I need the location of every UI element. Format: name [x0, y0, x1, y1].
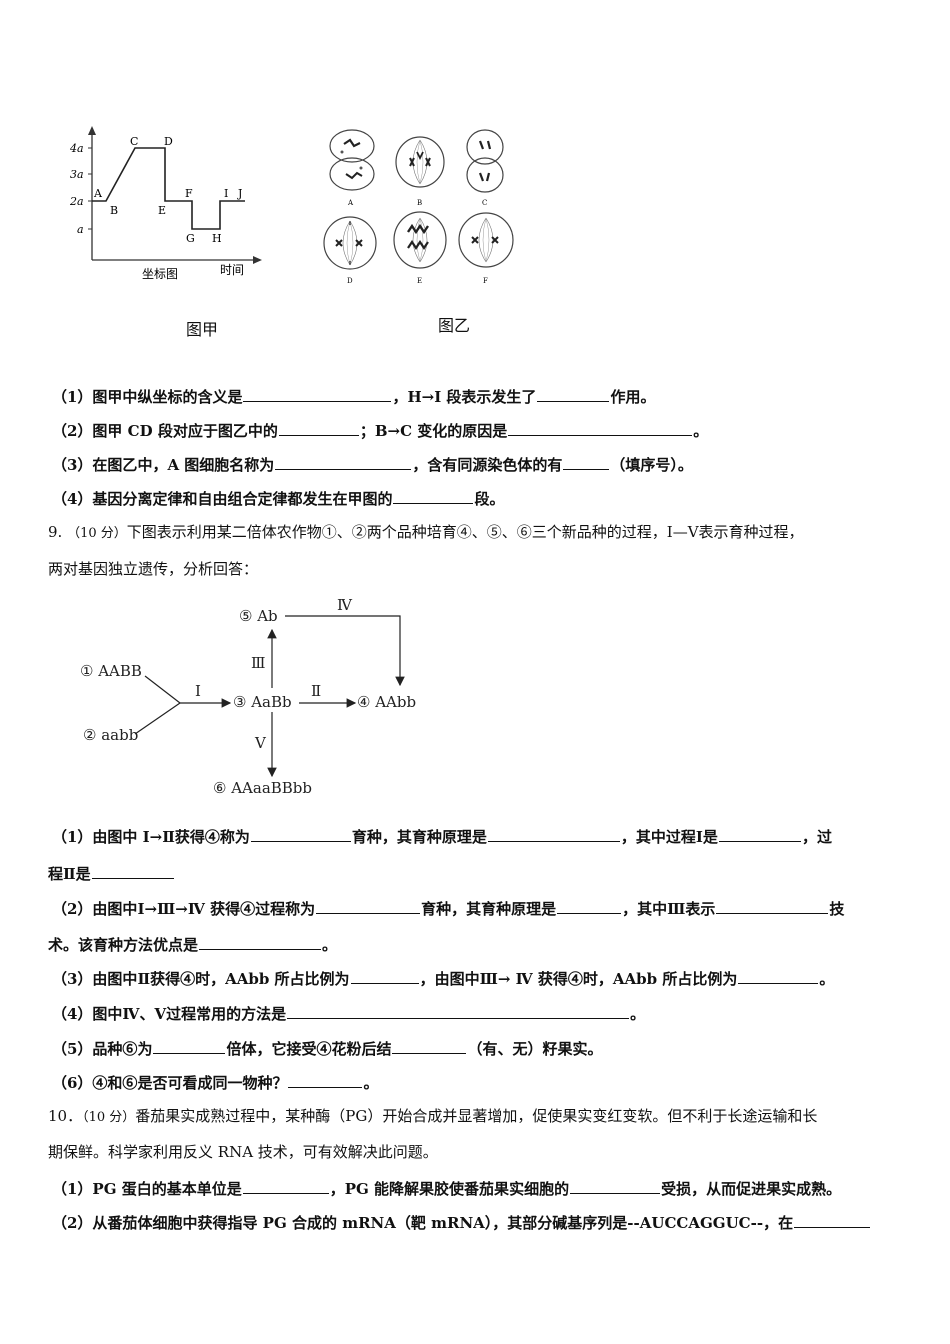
cell-label-A: A — [347, 199, 354, 207]
figure-yi-cells: A B C D E F — [323, 129, 514, 285]
node-4: ④ AAbb — [357, 693, 416, 711]
q10-stem-2: 期保鲜。科学家利用反义 RNA 技术，可有效解决此问题。 — [48, 1143, 438, 1161]
q9-stem-2: 两对基因独立遗传，分析回答： — [48, 560, 259, 578]
point-C: C — [130, 135, 138, 148]
cell-A — [329, 129, 375, 191]
cell-label-D: D — [347, 277, 353, 285]
point-B: B — [110, 204, 118, 217]
y-tick-2a: 2a — [69, 195, 84, 208]
answer-blank[interactable] — [153, 1038, 226, 1054]
q9-line-3: （3）由图中Ⅱ获得④时，AAbb 所占比例为，由图中Ⅲ→ Ⅳ 获得④时，AAbb… — [52, 968, 835, 988]
answer-blank[interactable] — [199, 934, 322, 950]
answer-blank[interactable] — [250, 826, 351, 842]
q9-line-1: （1）由图中 Ⅰ→Ⅱ获得④称为育种，其育种原理是，其中过程Ⅰ是，过 — [52, 826, 832, 846]
point-A: A — [93, 187, 103, 200]
answer-blank[interactable] — [316, 898, 421, 914]
answer-blank[interactable] — [392, 1038, 467, 1054]
answer-blank[interactable] — [570, 1178, 661, 1194]
answer-blank[interactable] — [278, 420, 359, 436]
answer-blank[interactable] — [487, 826, 620, 842]
q10-stem-1: 10．（10 分）番茄果实成熟过程中，某种酶（PG）开始合成并显著增加，促使果实… — [48, 1107, 818, 1125]
answer-blank[interactable] — [794, 1212, 871, 1228]
route-V: Ⅴ — [254, 734, 267, 752]
node-6: ⑥ AAaaBBbb — [213, 779, 312, 797]
y-tick-4a: 4a — [69, 142, 84, 155]
answer-blank[interactable] — [563, 454, 610, 470]
point-D: D — [164, 135, 173, 148]
answer-blank[interactable] — [242, 1178, 329, 1194]
figure-jia-caption: 图甲 — [186, 320, 219, 339]
cell-label-C: C — [482, 199, 487, 207]
q9-line-1-cont: 程Ⅱ是 — [48, 863, 175, 884]
answer-blank[interactable] — [738, 968, 819, 984]
answer-blank[interactable] — [288, 1072, 363, 1088]
point-G: G — [186, 232, 195, 245]
q9-line-5: （5）品种⑥为倍体，它接受④花粉后结（有、无）籽果实。 — [52, 1038, 603, 1058]
answer-blank[interactable] — [350, 968, 419, 984]
answer-blank[interactable] — [716, 898, 829, 914]
cell-E — [393, 211, 447, 269]
answer-blank[interactable] — [557, 898, 622, 914]
cell-B — [395, 136, 445, 188]
route-IV: Ⅳ — [337, 596, 353, 614]
figure-jia-graph: 4a 3a 2a a A B C D E F G H I J 时间 坐标图 — [69, 126, 262, 281]
q8-line-4: （4）基因分离定律和自由组合定律都发生在甲图的段。 — [52, 488, 505, 508]
point-H: H — [212, 232, 222, 245]
point-J: J — [237, 187, 242, 200]
answer-blank[interactable] — [393, 488, 474, 504]
figure-yi-caption: 图乙 — [438, 316, 471, 335]
q9-line-4: （4）图中Ⅳ、Ⅴ过程常用的方法是。 — [52, 1003, 646, 1023]
cell-label-F: F — [483, 277, 488, 285]
route-I: Ⅰ — [195, 682, 201, 700]
q9-line-2: （2）由图中Ⅰ→Ⅲ→Ⅳ 获得④过程称为育种，其育种原理是，其中Ⅲ表示技 — [52, 898, 845, 918]
q10-line-1: （1）PG 蛋白的基本单位是，PG 能降解果胶使番茄果实细胞的受损，从而促进果实… — [52, 1178, 842, 1198]
q10-line-2: （2）从番茄体细胞中获得指导 PG 合成的 mRNA（靶 mRNA），其部分碱基… — [52, 1212, 871, 1233]
answer-blank[interactable] — [287, 1003, 630, 1019]
breeding-diagram: ⑤ Ab ① AABB ③ AaBb ④ AAbb ② aabb ⑥ AAaaB… — [80, 596, 416, 797]
cell-label-E: E — [417, 277, 422, 285]
cell-label-B: B — [417, 199, 422, 207]
point-I: I — [224, 187, 228, 200]
graph-bottom-label: 坐标图 — [142, 267, 178, 281]
y-tick-3a: 3a — [70, 168, 84, 181]
q9-line-6: （6）④和⑥是否可看成同一物种？。 — [52, 1072, 379, 1092]
answer-blank[interactable] — [91, 863, 174, 879]
y-tick-a: a — [77, 223, 84, 236]
answer-blank[interactable] — [243, 386, 392, 402]
cell-D — [323, 216, 377, 270]
q9-line-2-cont: 术。该育种方法优点是。 — [48, 934, 338, 954]
point-F: F — [185, 187, 193, 200]
answer-blank[interactable] — [537, 386, 610, 402]
cell-C — [466, 129, 504, 193]
node-5: ⑤ Ab — [239, 607, 278, 625]
q8-line-3: （3）在图乙中，A 图细胞名称为，含有同源染色体的有（填序号）。 — [52, 454, 693, 474]
q9-stem-1: 9. （10 分）下图表示利用某二倍体农作物①、②两个品种培育④、⑤、⑥三个新品… — [48, 523, 804, 541]
x-axis-label: 时间 — [220, 263, 244, 277]
point-E: E — [158, 204, 166, 217]
cell-F — [458, 212, 514, 268]
node-2: ② aabb — [83, 726, 138, 744]
node-3: ③ AaBb — [233, 693, 292, 711]
node-1: ① AABB — [80, 662, 142, 680]
route-II: Ⅱ — [311, 682, 321, 700]
q8-line-2: （2）图甲 CD 段对应于图乙中的；B→C 变化的原因是。 — [52, 420, 709, 440]
answer-blank[interactable] — [718, 826, 801, 842]
answer-blank[interactable] — [275, 454, 412, 470]
route-III: Ⅲ — [251, 654, 265, 672]
answer-blank[interactable] — [508, 420, 693, 436]
q8-line-1: （1）图甲中纵坐标的含义是，H→I 段表示发生了作用。 — [52, 386, 656, 406]
